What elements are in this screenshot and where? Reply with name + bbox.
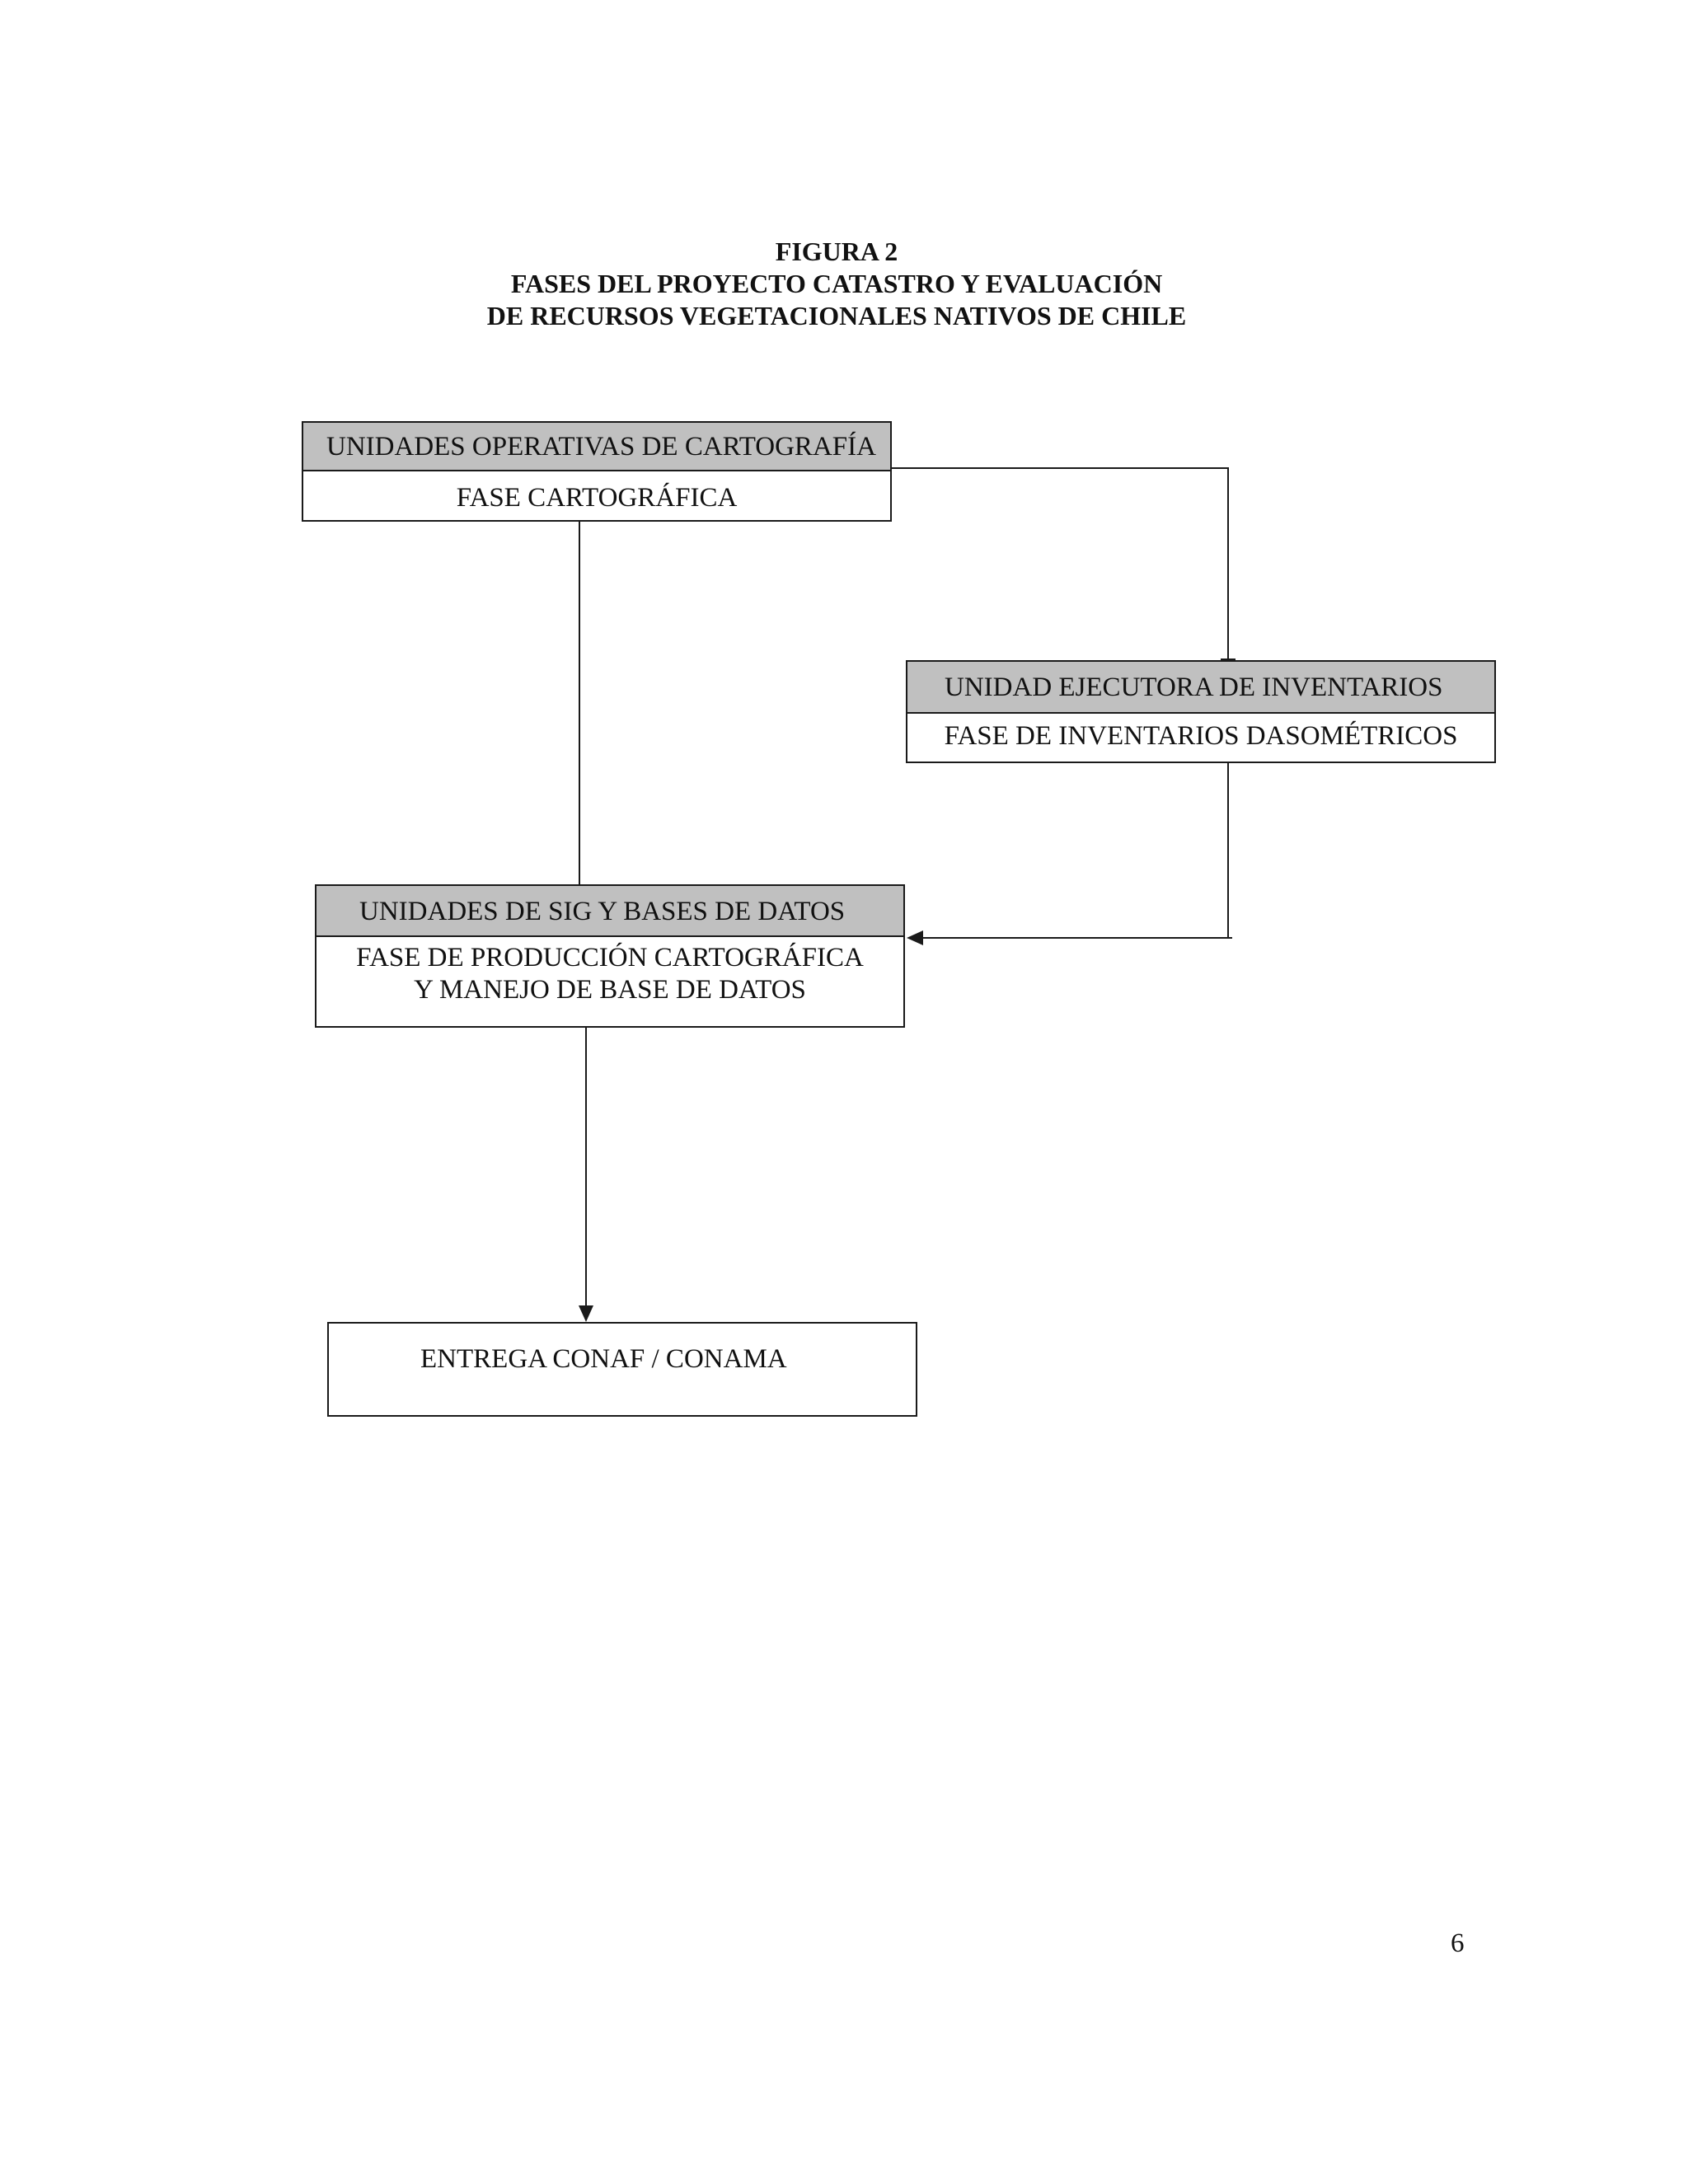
- box-body-line-1: FASE DE PRODUCCIÓN CARTOGRÁFICA: [356, 943, 864, 972]
- box-body: FASE DE PRODUCCIÓN CARTOGRÁFICA Y MANEJO…: [316, 937, 903, 1006]
- box-unidad-ejecutora-inventarios: UNIDAD EJECUTORA DE INVENTARIOS FASE DE …: [906, 660, 1496, 763]
- box-header: UNIDAD EJECUTORA DE INVENTARIOS: [907, 662, 1494, 714]
- connector-inventarios-to-sig: [1227, 763, 1232, 939]
- box-header: UNIDADES OPERATIVAS DE CARTOGRAFÍA: [303, 423, 890, 471]
- figure-title: FIGURA 2 FASES DEL PROYECTO CATASTRO Y E…: [0, 236, 1673, 332]
- arrowhead-down: [579, 1305, 593, 1322]
- figure-title-line-2: DE RECURSOS VEGETACIONALES NATIVOS DE CH…: [486, 301, 1187, 330]
- page-number: 6: [1451, 1929, 1465, 1958]
- connector-cartografia-to-inventarios: [892, 467, 1229, 659]
- box-unidades-operativas-cartografia: UNIDADES OPERATIVAS DE CARTOGRAFÍA FASE …: [302, 421, 892, 522]
- box-body: FASE CARTOGRÁFICA: [456, 483, 738, 513]
- figure-title-line-1: FASES DEL PROYECTO CATASTRO Y EVALUACIÓN: [510, 269, 1163, 298]
- box-body-line-2: Y MANEJO DE BASE DE DATOS: [414, 975, 806, 1005]
- box-entrega-conaf-conama: ENTREGA CONAF / CONAMA: [327, 1322, 917, 1417]
- box-body: ENTREGA CONAF / CONAMA: [420, 1344, 787, 1374]
- box-unidades-sig-bases-datos: UNIDADES DE SIG Y BASES DE DATOS FASE DE…: [315, 884, 905, 1028]
- box-body: FASE DE INVENTARIOS DASOMÉTRICOS: [944, 721, 1458, 751]
- figure-number: FIGURA 2: [775, 237, 898, 266]
- box-header: UNIDADES DE SIG Y BASES DE DATOS: [316, 886, 903, 937]
- arrowhead-left: [907, 930, 923, 945]
